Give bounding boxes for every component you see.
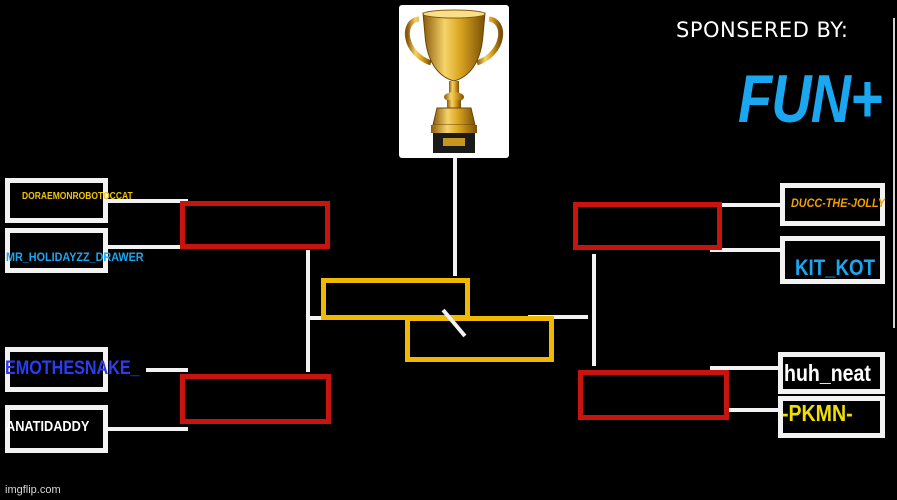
participant-name: -PKMN-	[782, 400, 853, 426]
participant-box	[5, 228, 108, 273]
participant-box	[778, 352, 885, 394]
semifinal-slot-right-bottom	[578, 370, 729, 420]
participant-box	[780, 183, 885, 226]
connector-line	[710, 408, 780, 412]
participant-name: DORAEMONROBOTOCCAT	[22, 191, 133, 202]
connector-line	[710, 366, 780, 370]
trophy-icon	[404, 9, 504, 153]
participant-name: huh_neat	[784, 360, 871, 386]
connector-line	[108, 199, 188, 203]
connector-line	[106, 427, 188, 431]
semifinal-slot-right-top	[573, 202, 722, 250]
semifinal-slot-left-top	[180, 201, 330, 249]
trophy-image	[399, 5, 509, 158]
participant-name: DUCC-THE-JOLLY	[791, 196, 885, 210]
sponsor-logo-text: FUN+	[738, 61, 883, 137]
participant-box	[5, 178, 108, 223]
sponsor-label: SPONSERED BY:	[676, 18, 849, 42]
participant-name: EMOTHESNAKE_	[5, 358, 140, 379]
trophy-connector-line	[453, 158, 457, 276]
watermark: imgflip.com	[5, 484, 61, 496]
participant-name: ANATIDADDY	[6, 418, 90, 435]
connector-line	[306, 250, 310, 372]
connector-line	[528, 315, 588, 319]
connector-line	[592, 254, 596, 366]
participant-box	[5, 347, 108, 392]
participant-box	[778, 396, 885, 438]
final-slot-right	[405, 316, 554, 362]
connector-line	[146, 368, 188, 372]
participant-box	[780, 236, 885, 284]
connector-line	[108, 245, 188, 249]
connector-line	[710, 203, 790, 207]
scrollbar[interactable]	[893, 18, 895, 328]
participant-name: MR_HOLIDAYZZ_DRAWER	[6, 250, 144, 264]
semifinal-slot-left-bottom	[180, 374, 331, 424]
participant-name: KIT_KOT	[795, 255, 876, 280]
connector-line	[710, 248, 788, 252]
participant-box	[5, 405, 108, 453]
